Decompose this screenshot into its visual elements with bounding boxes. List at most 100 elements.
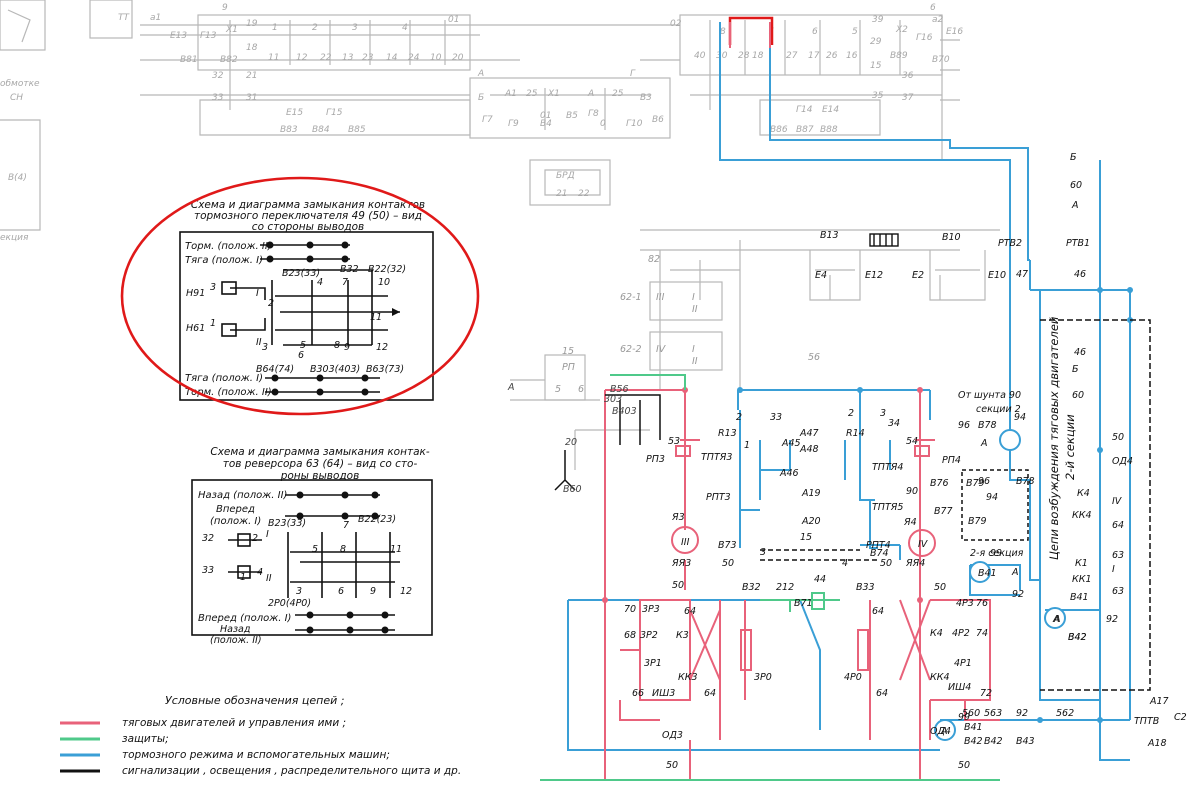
circuit-label: 63 <box>1112 586 1124 597</box>
top-frame-label: 22 <box>320 53 332 63</box>
circuit-label: 92 <box>1016 708 1028 719</box>
circuit-label: I <box>692 344 695 355</box>
circuit-label: 66 <box>632 688 644 699</box>
top-frame-label: Г13 <box>200 31 217 41</box>
circuit-label: РП3 <box>646 454 665 465</box>
circuit-label: 56 <box>808 352 820 363</box>
circuit-label: Е10 <box>988 270 1006 281</box>
brake-terminal: 10 <box>378 277 390 288</box>
circuit-label: 50 <box>934 582 946 593</box>
top-frame-label: 25 <box>526 89 538 99</box>
top-frame-label: А <box>587 89 594 99</box>
circuit-label: А <box>1071 200 1079 211</box>
top-frame-label: А1 <box>504 89 517 99</box>
circuit-label: 3Р0 <box>754 672 772 683</box>
reverser-legend-text: Схема и диаграмма замыкания контак-тов р… <box>198 446 430 646</box>
circuit-label: 3Р2 <box>640 630 658 641</box>
top-frame-label: В82 <box>220 55 238 65</box>
reverser-legend-title: Схема и диаграмма замыкания контак- <box>210 446 429 458</box>
top-frame-label: 9 <box>222 3 228 13</box>
top-frame-label: 11 <box>268 53 279 63</box>
circuit-label: В77 <box>934 506 953 517</box>
circuit-label: А17 <box>1149 696 1169 707</box>
circuit-label: 63 <box>1112 550 1124 561</box>
top-frame-label: 15 <box>870 61 882 71</box>
circuit-label: 33 <box>770 412 782 423</box>
highlight-bracket <box>728 16 774 45</box>
circuit-label: ОД3 <box>662 730 683 741</box>
brake-terminal: 6 <box>298 350 304 361</box>
circuit-label: 68 <box>624 630 636 641</box>
reverser-terminal: 4 <box>257 567 263 578</box>
upper-faded-circuit <box>510 229 1000 470</box>
top-frame-label: 22 <box>578 189 590 199</box>
top-frame-label: 21 <box>246 71 257 81</box>
top-frame-label: В(4) <box>8 173 27 183</box>
circuit-label: 212 <box>776 582 794 593</box>
top-frame-label: 01 <box>540 111 551 121</box>
top-frame-label: 25 <box>612 89 624 99</box>
brake-legend-title: Схема и диаграмма замыкания контактов <box>191 199 425 211</box>
circuit-label: А45 <box>781 438 801 449</box>
top-frame-label: 29 <box>870 37 882 47</box>
reverser-terminal: 33 <box>202 565 214 576</box>
circuit-label: В56 <box>610 384 629 395</box>
top-frame-label: 16 <box>846 51 858 61</box>
circuit-label: РТВ1 <box>1066 238 1090 249</box>
resistor-b13 <box>869 233 899 247</box>
top-frame-label: В83 <box>280 125 298 135</box>
circuit-label: 3Р3 <box>642 604 660 615</box>
circuit-label: 3 <box>760 547 766 558</box>
circuit-label: Е4 <box>815 270 827 281</box>
circuit-label: 34 <box>888 418 900 429</box>
circuit-label: Я3 <box>671 512 685 523</box>
top-frame-label: Е14 <box>822 105 839 115</box>
circuit-label: В42 <box>1068 632 1087 643</box>
circuit-label: 50 <box>1112 432 1124 443</box>
top-frame-label: Г9 <box>508 119 519 129</box>
brake-terminal: I <box>256 288 259 299</box>
circuit-label: А <box>1053 614 1061 625</box>
circuit-label: ИШ3 <box>652 688 675 699</box>
top-frame-label: БРД <box>556 171 575 181</box>
brake-terminal: В64(74) <box>256 364 294 375</box>
key-item-label: тяговых двигателей и управления ими ; <box>122 717 346 729</box>
circuit-label: R13 <box>718 428 737 439</box>
top-frame-label: обмотке <box>0 79 40 89</box>
circuit-label: КК1 <box>1072 574 1092 585</box>
top-frame-label: Х1 <box>547 89 560 99</box>
circuit-label: Е12 <box>865 270 883 281</box>
top-frame-label: Е13 <box>170 31 187 41</box>
circuit-label: В42 <box>1068 632 1087 643</box>
circuit-label: IV <box>1112 496 1123 507</box>
reverser-terminal: 2 <box>252 533 258 544</box>
top-frame-label: В88 <box>820 125 838 135</box>
circuit-label: 90 <box>906 486 918 497</box>
circuit-label: 53 <box>668 436 680 447</box>
brake-row-label: Тяга (полож. I) <box>185 255 263 266</box>
top-frame-label: 1 <box>272 23 278 33</box>
circuit-label: 54 <box>906 436 918 447</box>
reverser-row-label: (полож. II) <box>210 635 262 646</box>
brake-legend-title: со стороны выводов <box>252 221 364 233</box>
key-title: Условные обозначения цепей ; <box>165 694 344 707</box>
top-frame-label: 13 <box>342 53 354 63</box>
circuit-label: I <box>1112 564 1115 575</box>
circuit-label: 70 <box>624 604 636 615</box>
circuit-label: IV <box>918 539 929 550</box>
reverser-row-label: Вперед (полож. I) <box>198 613 291 624</box>
top-frame-circuit <box>0 0 960 231</box>
brake-terminal: 12 <box>376 342 388 353</box>
signal-circuit <box>554 319 1151 691</box>
circuit-label: 64 <box>704 688 716 699</box>
top-frame-label: 18 <box>246 43 258 53</box>
top-frame-label: Г <box>630 69 636 79</box>
circuit-label: 72 <box>980 688 992 699</box>
brake-terminal: 7 <box>342 277 348 288</box>
top-frame-label: В86 <box>770 125 788 135</box>
traction-circuit <box>604 22 1000 781</box>
brake-terminal: II <box>256 337 262 348</box>
top-frame-label: Г14 <box>796 105 813 115</box>
